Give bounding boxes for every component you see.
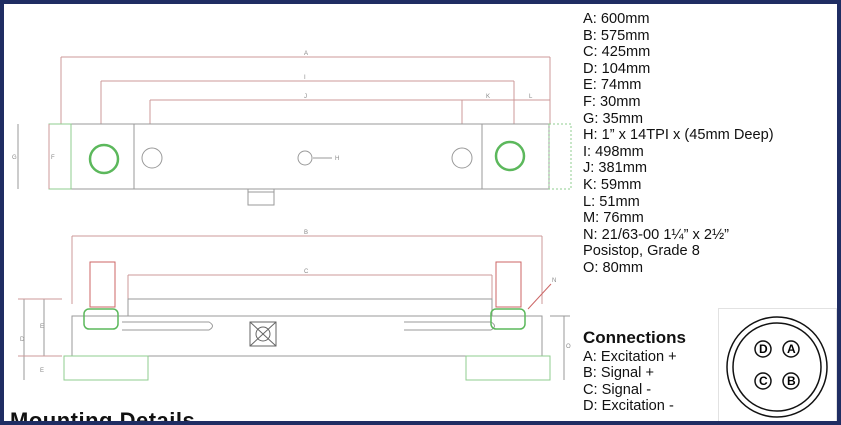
technical-drawing: A I J K L G F H B C N D E E O xyxy=(12,51,572,381)
svg-text:D: D xyxy=(759,342,768,356)
dim-label-j: J xyxy=(304,94,307,100)
dim-label-a: A xyxy=(304,51,308,57)
dimension-item: C: 425mm xyxy=(583,44,651,61)
dim-label-n: N xyxy=(552,278,556,284)
dim-label-c: C xyxy=(304,269,309,275)
dimension-item: B: 575mm xyxy=(583,27,650,44)
dim-label-f: F xyxy=(51,155,55,161)
dimension-item: K: 59mm xyxy=(583,176,642,193)
dim-label-d: D xyxy=(20,337,25,343)
connector-pin-b: B xyxy=(782,372,800,390)
dim-label-o: O xyxy=(566,344,571,350)
svg-text:B: B xyxy=(787,374,796,388)
dim-label-k: K xyxy=(486,94,490,100)
connection-item: B: Signal + xyxy=(583,365,654,382)
connector-diagram: D A C B xyxy=(718,308,837,421)
dimension-item: J: 381mm xyxy=(583,160,648,177)
dimension-item: D: 104mm xyxy=(583,60,651,77)
dimension-item: M: 76mm xyxy=(583,210,644,227)
connector-pin-a: A xyxy=(782,340,800,358)
connections-list: A: Excitation + B: Signal + C: Signal - … xyxy=(583,349,677,414)
connector-pin-d: D xyxy=(754,340,772,358)
dim-label-e: E xyxy=(40,324,44,330)
connection-item: D: Excitation - xyxy=(583,397,674,414)
dimension-item: E: 74mm xyxy=(583,77,642,94)
dimension-item: I: 498mm xyxy=(583,143,644,160)
svg-text:A: A xyxy=(787,342,796,356)
dim-label-g: G xyxy=(12,155,17,161)
dim-label-i: I xyxy=(304,75,306,81)
connection-item: C: Signal - xyxy=(583,381,652,398)
svg-text:C: C xyxy=(759,374,768,388)
dimension-item: O: 80mm xyxy=(583,259,644,276)
dim-label-e-lower: E xyxy=(40,368,44,374)
dimension-item: Posistop, Grade 8 xyxy=(583,243,700,260)
connections-title: Connections xyxy=(583,328,686,347)
mounting-details-heading: Mounting Details xyxy=(10,408,196,425)
dimension-item: G: 35mm xyxy=(583,110,644,127)
dim-label-b: B xyxy=(304,230,308,236)
dimension-item: H: 1” x 14TPI x (45mm Deep) xyxy=(583,127,774,144)
dimension-item: N: 21/63-00 1¼” x 2½” xyxy=(583,226,730,243)
connection-item: A: Excitation + xyxy=(583,349,677,365)
dim-label-h: H xyxy=(335,156,339,162)
connector-pin-c: C xyxy=(754,372,772,390)
dimension-item: L: 51mm xyxy=(583,193,640,210)
dimension-item: F: 30mm xyxy=(583,93,641,110)
dimension-item: A: 600mm xyxy=(583,11,650,27)
dimensions-list: A: 600mm B: 575mm C: 425mm D: 104mm E: 7… xyxy=(583,11,774,277)
dim-label-l: L xyxy=(529,94,533,100)
